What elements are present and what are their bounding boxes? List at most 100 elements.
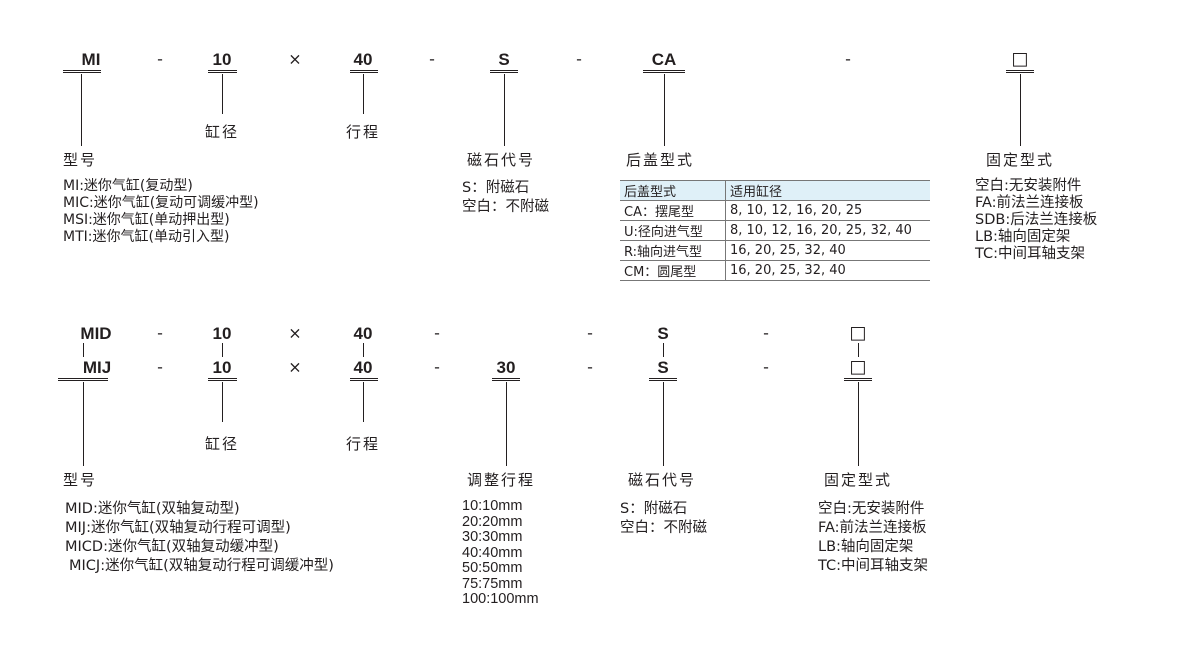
list-item: LB:轴向固定架 <box>975 229 1071 245</box>
row2-label-adjust: 调整行程 <box>467 471 536 489</box>
row1-mount-options: 空白:无安装附件 FA:前法兰连接板 SDB:后法兰连接板 LB:轴向固定架 T… <box>975 178 1097 263</box>
row2-label-model: 型号 <box>63 471 98 489</box>
row1-code-bore: 10 <box>212 50 232 69</box>
list-item: MICJ:迷你气缸(双轴复动行程可调缓冲型) <box>69 558 334 574</box>
row2-dash: - <box>157 323 163 343</box>
row2-code-model-a: MID <box>80 324 112 343</box>
list-item: 50:50mm <box>462 560 523 576</box>
row1-label-model: 型号 <box>63 151 98 169</box>
table-cell: R:轴向进气型 <box>620 240 726 261</box>
underline <box>58 378 108 381</box>
underline <box>350 70 378 73</box>
row2-code-magnet-a: S <box>657 324 669 343</box>
row2-dash: - <box>434 323 440 343</box>
underline <box>1006 70 1034 73</box>
row2-label-bore: 缸径 <box>205 435 240 453</box>
row2-times: × <box>288 323 302 343</box>
underline <box>492 378 520 381</box>
list-item: S：附磁石 <box>620 501 688 517</box>
underline <box>63 70 101 73</box>
list-item: TC:中间耳轴支架 <box>975 246 1086 262</box>
row1-model-options: MI:迷你气缸(复动型) MIC:迷你气缸(复动可调缓冲型) MSI:迷你气缸(… <box>63 178 259 246</box>
row1-code-cap: CA <box>651 50 677 69</box>
leader-line <box>664 74 665 146</box>
row2-dash: - <box>763 357 769 377</box>
list-item: 空白：不附磁 <box>620 520 707 536</box>
table-cell: 16, 20, 25, 32, 40 <box>725 240 930 261</box>
connector-line <box>858 343 859 357</box>
row1-magnet-options: S：附磁石 空白：不附磁 <box>462 179 549 217</box>
list-item: MID:迷你气缸(双轴复动型) <box>65 501 240 517</box>
row2-code-model-b: MIJ <box>82 358 112 377</box>
underline <box>350 378 378 381</box>
leader-line <box>363 382 364 422</box>
leader-line <box>81 74 82 146</box>
row1-code-model: MI <box>81 50 101 69</box>
underline <box>208 378 237 381</box>
row2-code-mount-a: □ <box>849 322 867 344</box>
underline <box>208 70 237 73</box>
table-cell: 8, 10, 12, 16, 20, 25 <box>725 200 930 221</box>
table-header: 适用缸径 <box>725 180 930 201</box>
row2-model-options: MID:迷你气缸(双轴复动型) MIJ:迷你气缸(双轴复动行程可调型) MICD… <box>65 500 334 576</box>
underline <box>490 70 518 73</box>
list-item: 20:20mm <box>462 513 523 530</box>
row1-label-bore: 缸径 <box>205 123 240 141</box>
table-cell: CA：摆尾型 <box>620 200 726 221</box>
connector-line <box>663 343 664 357</box>
row1-dash-3: - <box>576 49 582 69</box>
list-item: 空白:无安装附件 <box>818 501 925 517</box>
row2-dash: - <box>434 357 440 377</box>
row2-label-stroke: 行程 <box>346 435 381 453</box>
list-item: 40:40mm <box>462 544 523 561</box>
connector-line <box>222 343 223 357</box>
leader-line <box>858 382 859 466</box>
list-item: FA:前法兰连接板 <box>975 195 1084 211</box>
row1-code-magnet: S <box>498 50 510 69</box>
underline <box>844 378 872 381</box>
row2-code-bore-b: 10 <box>212 358 232 377</box>
row2-code-bore-a: 10 <box>212 324 232 343</box>
row2-label-mount: 固定型式 <box>824 471 893 489</box>
leader-line <box>363 74 364 114</box>
row1-code-stroke: 40 <box>353 50 373 69</box>
row2-adjust-options: 10:10mm 20:20mm 30:30mm 40:40mm 50:50mm … <box>462 498 539 608</box>
list-item: SDB:后法兰连接板 <box>975 212 1098 228</box>
row2-code-magnet-b: S <box>657 358 669 377</box>
underline <box>643 70 685 73</box>
row2-code-adjust: 30 <box>496 358 516 377</box>
list-item: MI:迷你气缸(复动型) <box>63 178 193 194</box>
table-cell: 16, 20, 25, 32, 40 <box>725 260 930 281</box>
list-item: LB:轴向固定架 <box>818 539 914 555</box>
table-header: 后盖型式 <box>620 180 726 201</box>
underline <box>649 378 677 381</box>
leader-line <box>506 382 507 466</box>
row1-dash-2: - <box>429 49 435 69</box>
row2-times: × <box>288 357 302 377</box>
table-cell: CM：圆尾型 <box>620 260 726 281</box>
row2-magnet-options: S：附磁石 空白：不附磁 <box>620 500 707 538</box>
row1-dash-4: - <box>845 49 851 69</box>
connector-line <box>363 343 364 357</box>
list-item: MIJ:迷你气缸(双轴复动行程可调型) <box>65 520 291 536</box>
list-item: 75:75mm <box>462 575 523 592</box>
table-cell: 8, 10, 12, 16, 20, 25, 32, 40 <box>725 220 930 241</box>
list-item: 10:10mm <box>462 498 523 514</box>
row2-mount-options: 空白:无安装附件 FA:前法兰连接板 LB:轴向固定架 TC:中间耳轴支架 <box>818 500 928 576</box>
leader-line <box>222 382 223 422</box>
row1-label-mount: 固定型式 <box>986 151 1055 169</box>
leader-line <box>222 74 223 114</box>
leader-line <box>504 74 505 146</box>
list-item: MSI:迷你气缸(单动押出型) <box>63 212 230 228</box>
list-item: 空白：不附磁 <box>462 199 549 215</box>
leader-line <box>1020 74 1021 146</box>
list-item: 30:30mm <box>462 529 523 545</box>
row2-dash: - <box>587 323 593 343</box>
list-item: MIC:迷你气缸(复动可调缓冲型) <box>63 195 259 211</box>
list-item: MTI:迷你气缸(单动引入型) <box>63 229 230 245</box>
